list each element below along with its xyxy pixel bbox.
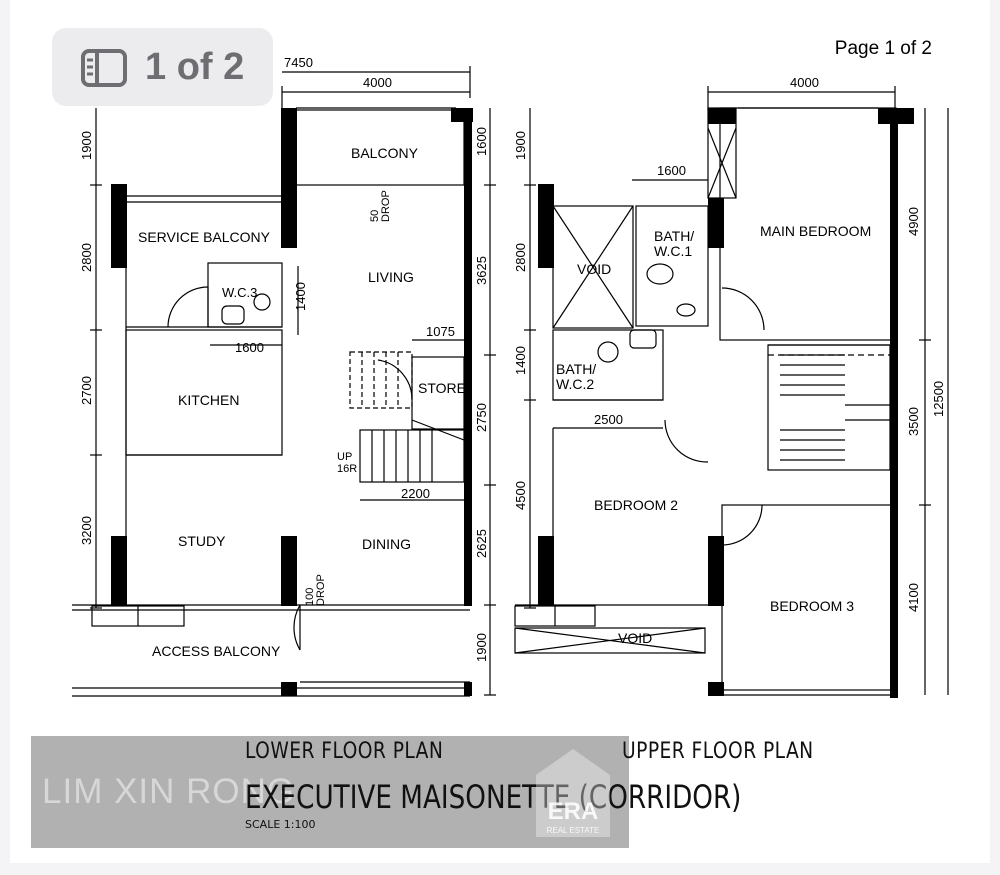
room-access-balcony: ACCESS BALCONY <box>152 643 281 659</box>
dim-left-1: 1900 <box>79 131 94 160</box>
dim-left-4: 3200 <box>79 516 94 545</box>
upper-room-main-bedroom: MAIN BEDROOM <box>760 223 871 239</box>
upper-dim-overall: 12500 <box>931 381 946 417</box>
dim-top-overall: 7450 <box>284 55 313 70</box>
room-store: STORE <box>418 380 466 396</box>
room-wc3: W.C.3 <box>222 285 257 300</box>
upper-dim-right-1: 4900 <box>906 207 921 236</box>
room-study: STUDY <box>178 533 226 549</box>
page-badge-text: 1 of 2 <box>145 46 245 88</box>
dim-left-3: 2700 <box>79 376 94 405</box>
upper-room-bedroom2: BEDROOM 2 <box>594 497 678 513</box>
room-kitchen: KITCHEN <box>178 392 239 408</box>
era-brand-text: ERA <box>548 798 599 825</box>
dim-right-3: 2750 <box>474 403 489 432</box>
upper-room-bath2-line1: BATH/ <box>556 361 596 377</box>
agent-name-watermark: LIM XIN RONG <box>42 772 296 811</box>
sidebar-panel-icon <box>81 49 127 87</box>
note-drop-50-value: 50 <box>369 210 381 222</box>
note-drop-100-label: DROP <box>315 574 327 606</box>
room-living: LIVING <box>368 269 414 285</box>
dim-left-2: 2800 <box>79 243 94 272</box>
lower-floor-plan-title: LOWER FLOOR PLAN <box>245 739 444 764</box>
page-number-label: Page 1 of 2 <box>834 38 932 59</box>
upper-dim-right-3: 4100 <box>906 583 921 612</box>
scale-label: SCALE 1:100 <box>245 818 316 831</box>
upper-room-bath1-line2: W.C.1 <box>654 243 692 259</box>
upper-room-void-bottom: VOID <box>618 630 652 646</box>
dim-stair-width: 2200 <box>401 486 430 501</box>
upper-room-bedroom3: BEDROOM 3 <box>770 598 854 614</box>
room-balcony: BALCONY <box>351 145 419 161</box>
dim-kitchen-width: 1600 <box>235 340 264 355</box>
era-house-logo-icon: ERA REAL ESTATE <box>536 749 610 837</box>
upper-dim-left-2: 2800 <box>513 243 528 272</box>
note-drop-100-value: 100 <box>304 588 316 606</box>
page-indicator-badge[interactable]: 1 of 2 <box>52 28 273 106</box>
watermark-band <box>31 736 629 848</box>
upper-dim-left-1: 1900 <box>513 131 528 160</box>
upper-room-void-top: VOID <box>577 261 611 277</box>
upper-dim-corridor-width: 2500 <box>594 412 623 427</box>
note-drop-50-label: DROP <box>380 190 392 222</box>
room-dining: DINING <box>362 536 411 552</box>
floor-plan-sheet <box>10 0 990 863</box>
room-service-balcony: SERVICE BALCONY <box>138 229 271 245</box>
upper-floor-plan-title: UPPER FLOOR PLAN <box>622 739 814 764</box>
dim-top-inner: 4000 <box>363 75 392 90</box>
note-stair-risers: 16R <box>337 463 357 475</box>
dim-right-1: 1600 <box>474 127 489 156</box>
note-stair-up: UP <box>337 451 352 463</box>
upper-room-bath1-line1: BATH/ <box>654 228 694 244</box>
upper-dim-left-3: 1400 <box>513 346 528 375</box>
unit-type-title: EXECUTIVE MAISONETTE (CORRIDOR) <box>245 778 742 816</box>
dim-right-4: 2625 <box>474 529 489 558</box>
dim-right-5: 1900 <box>474 633 489 662</box>
upper-room-bath2-line2: W.C.2 <box>556 376 594 392</box>
upper-dim-left-4: 4500 <box>513 481 528 510</box>
dim-right-2: 3625 <box>474 256 489 285</box>
era-brand-sub: REAL ESTATE <box>547 826 600 835</box>
upper-dim-right-2: 3500 <box>906 407 921 436</box>
dim-store-width: 1075 <box>426 324 455 339</box>
dim-wc-width: 1400 <box>293 282 308 311</box>
upper-dim-top: 4000 <box>790 75 819 90</box>
upper-dim-bath-width: 1600 <box>657 163 686 178</box>
